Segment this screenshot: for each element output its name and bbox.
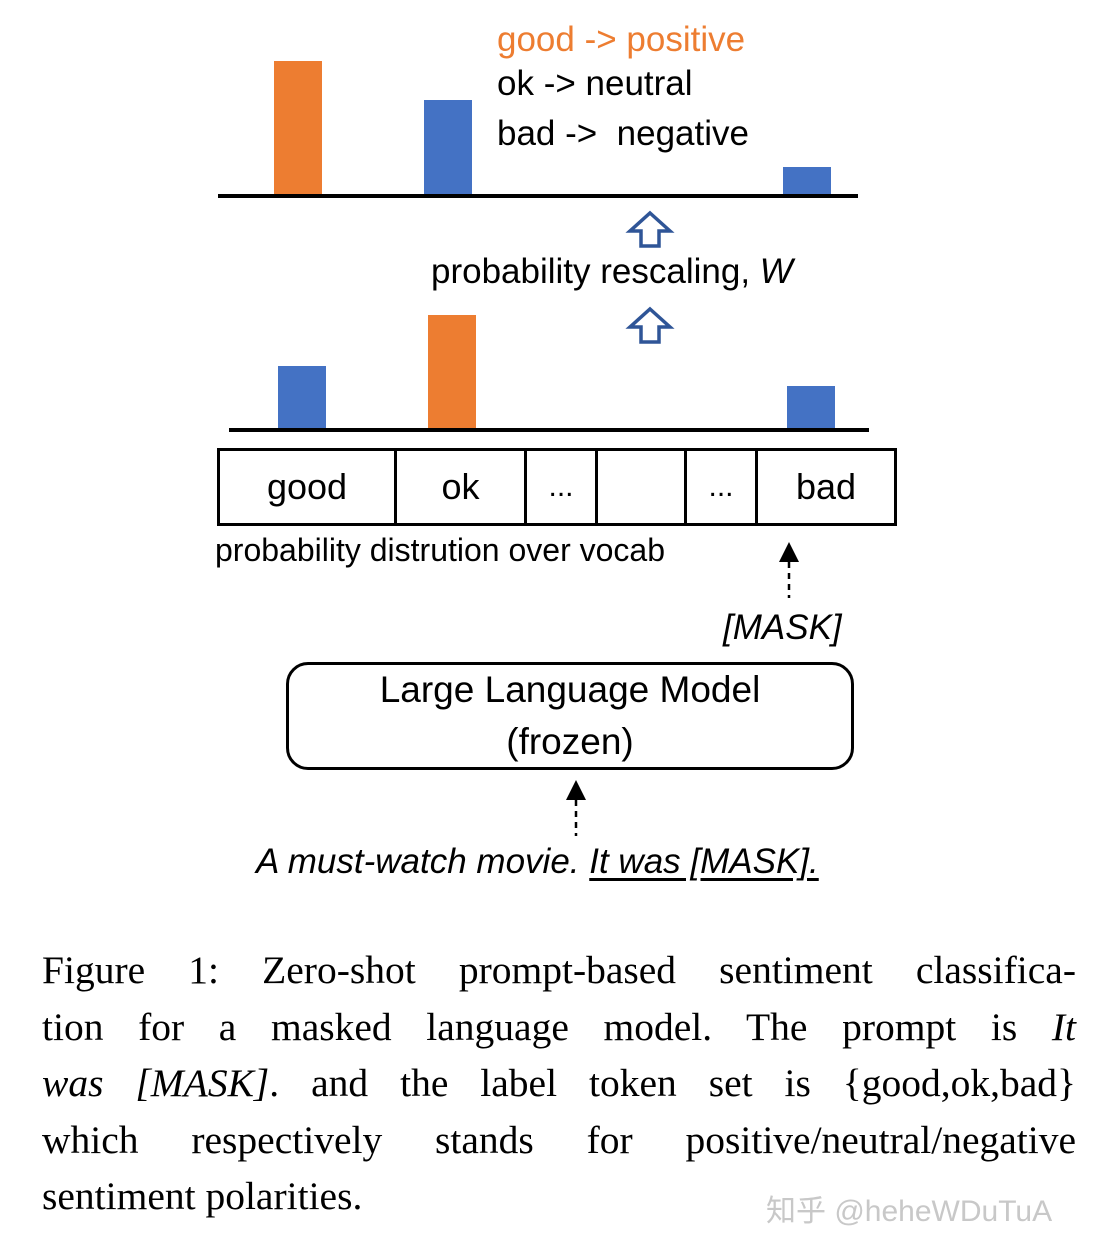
mask-label: [MASK] [723, 608, 842, 647]
rescaling-label: probability rescaling, W [431, 252, 793, 291]
vocab-cell-bad: bad [795, 466, 857, 507]
vocab-cell-ellipsis: ... [687, 451, 758, 523]
top-bar-bad [783, 167, 831, 194]
vocab-caption: probability distrution over vocab [215, 532, 666, 568]
caption-line: sentiment polarities. [42, 1174, 363, 1218]
caption-line: tion for a masked language model. The pr… [42, 1004, 1076, 1049]
watermark: 知乎 @heheWDuTuA [766, 1195, 1053, 1228]
language-model-box: Large Language Model (frozen) [286, 662, 854, 770]
input-sentence: A must-watch movie. It was [MASK]. [256, 842, 819, 881]
bottom-bar-bad [787, 386, 835, 428]
vocab-cell-ok: ok [397, 451, 527, 523]
model-subtitle: (frozen) [506, 721, 634, 762]
bottom-bar-ok [428, 315, 476, 428]
legend-good: good -> positive [497, 20, 746, 59]
vocab-cell-empty [598, 451, 687, 523]
bottom-bar-good [278, 366, 326, 428]
top-bar-good [274, 61, 322, 194]
vocab-cell-good: good [220, 451, 397, 523]
up-arrow-icon [625, 210, 675, 248]
dashed-up-arrow-icon [779, 542, 799, 598]
legend-bad: bad -> negative [497, 114, 749, 153]
caption-line: which respectively stands for positive/n… [42, 1117, 1076, 1162]
prompt-template: It was [MASK]. [589, 842, 819, 881]
vocab-cell-ellipsis: ... [527, 451, 598, 523]
figure-caption: Figure 1: Zero-shot prompt-based sentime… [42, 942, 1076, 1225]
caption-line: was [MASK]. and the label token set is {… [42, 1061, 1077, 1105]
vocab-distribution-box: good ok ... ... bad [217, 448, 897, 526]
up-arrow-icon [625, 306, 675, 344]
dashed-up-arrow-icon [566, 780, 586, 836]
top-bar-ok [424, 100, 472, 194]
model-title: Large Language Model [379, 669, 761, 710]
legend-ok: ok -> neutral [497, 64, 693, 103]
top-axis [218, 194, 858, 198]
caption-line: Figure 1: Zero-shot prompt-based sentime… [42, 948, 1076, 992]
bottom-axis [229, 428, 869, 432]
